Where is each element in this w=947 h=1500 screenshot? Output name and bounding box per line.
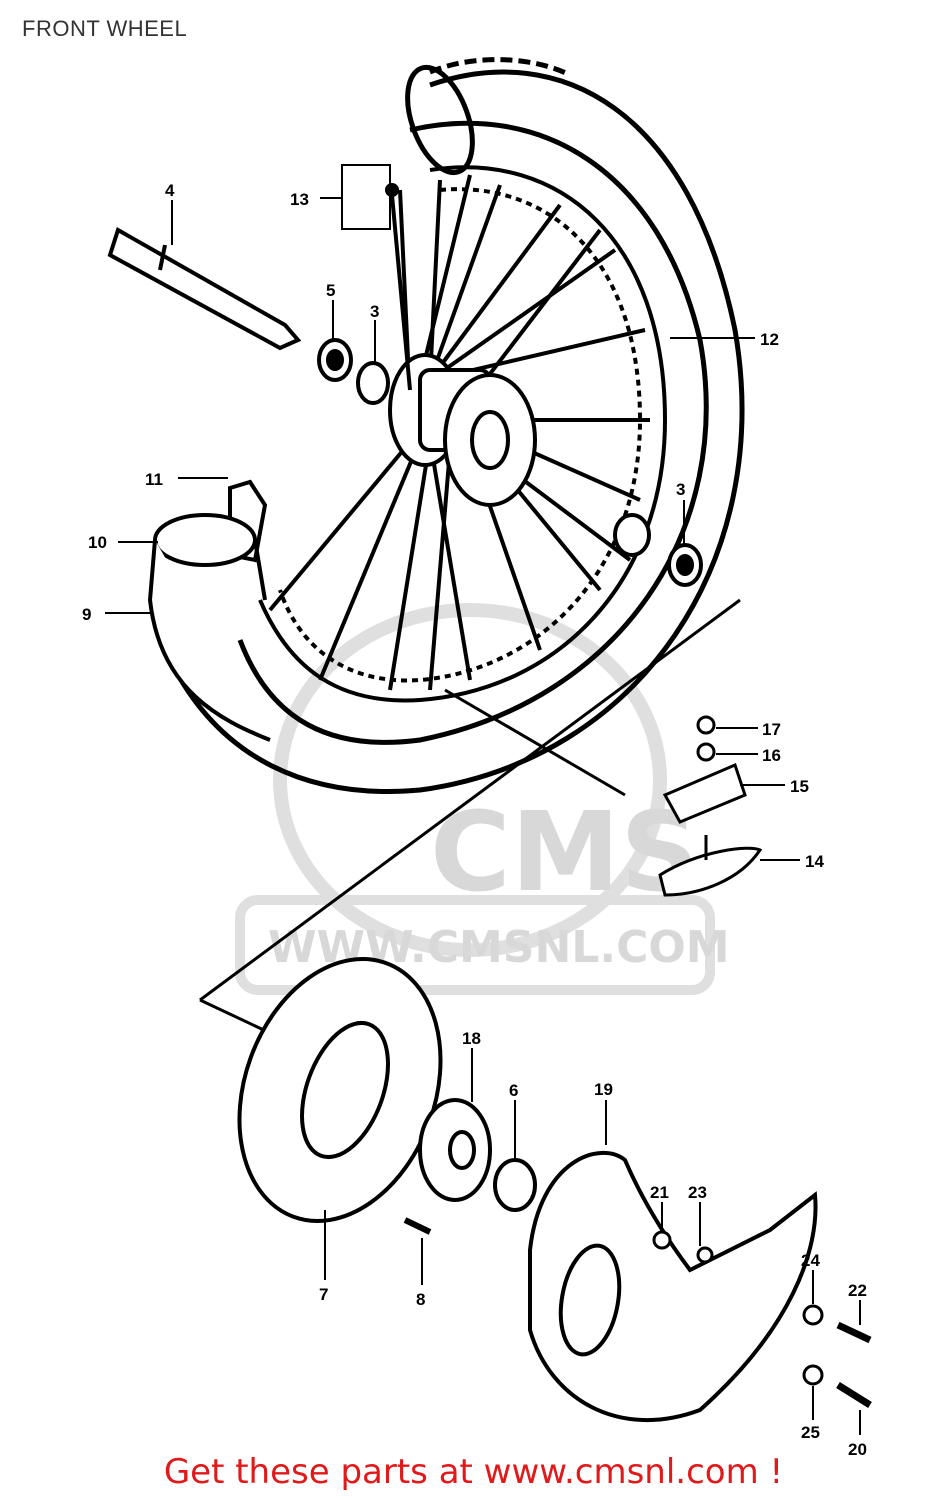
bearings <box>317 338 703 587</box>
callout-3-upper: 3 <box>370 302 379 321</box>
tube-and-tire-section <box>147 479 271 742</box>
spoke-nipple <box>341 164 412 391</box>
footer-link-text[interactable]: Get these parts at www.cmsnl.com ! <box>163 1452 784 1492</box>
callout-22: 22 <box>848 1281 867 1300</box>
callout-24: 24 <box>801 1251 820 1270</box>
callout-19: 19 <box>594 1080 613 1099</box>
callout-5: 5 <box>326 281 335 300</box>
watermark: CMS WWW.CMSNL.COM <box>235 603 730 995</box>
rim-lock <box>658 715 763 897</box>
callout-4: 4 <box>165 181 175 200</box>
callout-18: 18 <box>462 1029 481 1048</box>
callout-17: 17 <box>762 720 781 739</box>
callout-11: 11 <box>145 470 163 489</box>
hub <box>388 353 537 507</box>
callout-10: 10 <box>88 533 107 552</box>
page-title: FRONT WHEEL <box>22 16 188 41</box>
rim <box>258 165 668 703</box>
watermark-logo: CMS <box>430 788 699 916</box>
callout-14: 14 <box>805 852 824 871</box>
leader-lines <box>105 197 861 1435</box>
cover-fasteners <box>652 1230 872 1408</box>
disc-hardware <box>403 1098 537 1235</box>
callout-25: 25 <box>801 1423 820 1442</box>
front-axle <box>107 227 302 351</box>
tire <box>167 57 745 794</box>
brake-disc <box>237 957 443 1223</box>
callout-12: 12 <box>760 330 779 349</box>
callout-23: 23 <box>688 1183 707 1202</box>
callout-20: 20 <box>848 1440 867 1459</box>
callout-8: 8 <box>416 1290 425 1309</box>
callout-9: 9 <box>82 605 91 624</box>
callout-3-lower: 3 <box>676 480 685 499</box>
callout-13: 13 <box>290 190 309 209</box>
callout-6: 6 <box>509 1081 518 1100</box>
callout-21: 21 <box>650 1183 669 1202</box>
disc-cover <box>528 1150 818 1422</box>
callout-16: 16 <box>762 746 781 765</box>
callout-7: 7 <box>319 1285 328 1304</box>
callout-15: 15 <box>790 777 809 796</box>
